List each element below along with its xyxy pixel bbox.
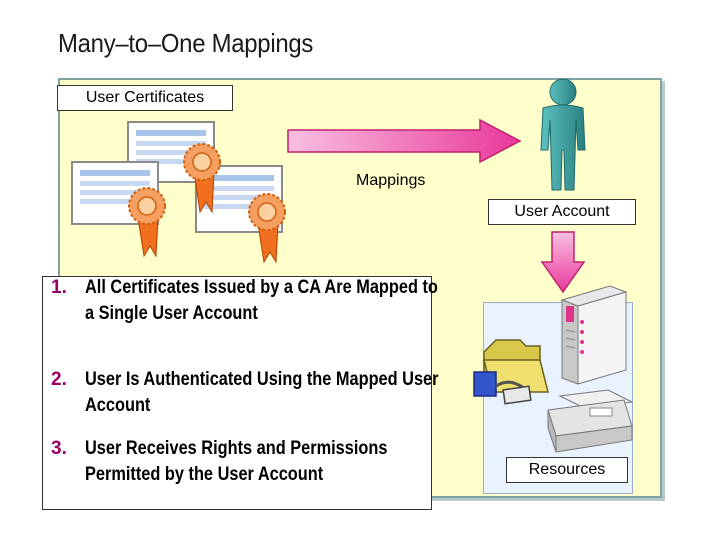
resources-label: Resources — [506, 457, 628, 483]
ribbon-seal-icon — [248, 193, 286, 264]
folder-icon — [473, 339, 549, 405]
step-item: 1. All Certificates Issued by a CA Are M… — [51, 275, 438, 327]
step-item: 2. User Is Authenticated Using the Mappe… — [51, 367, 439, 419]
ribbon-seal-icon — [183, 143, 221, 214]
step-number: 1. — [51, 277, 67, 298]
step-number: 2. — [51, 369, 67, 390]
step-text: All Certificates Issued by a CA Are Mapp… — [85, 277, 438, 324]
steps-box: 1. All Certificates Issued by a CA Are M… — [42, 275, 439, 510]
slide-title: Many–to–One Mappings — [58, 28, 314, 58]
user-certificates-label: User Certificates — [57, 85, 233, 111]
step-text: User Is Authenticated Using the Mapped U… — [85, 369, 439, 416]
step-item: 3. User Receives Rights and Permissions … — [51, 436, 421, 488]
step-text: User Receives Rights and Permissions Per… — [85, 438, 388, 485]
ribbon-seal-icon — [128, 187, 166, 258]
user-account-label: User Account — [488, 199, 636, 225]
person-icon — [540, 78, 586, 191]
server-icon — [560, 285, 628, 385]
mappings-label: Mappings — [356, 172, 426, 189]
printer-icon — [547, 389, 634, 453]
arrow-down-icon — [540, 231, 586, 294]
step-number: 3. — [51, 438, 67, 459]
arrow-right-icon — [287, 118, 522, 164]
